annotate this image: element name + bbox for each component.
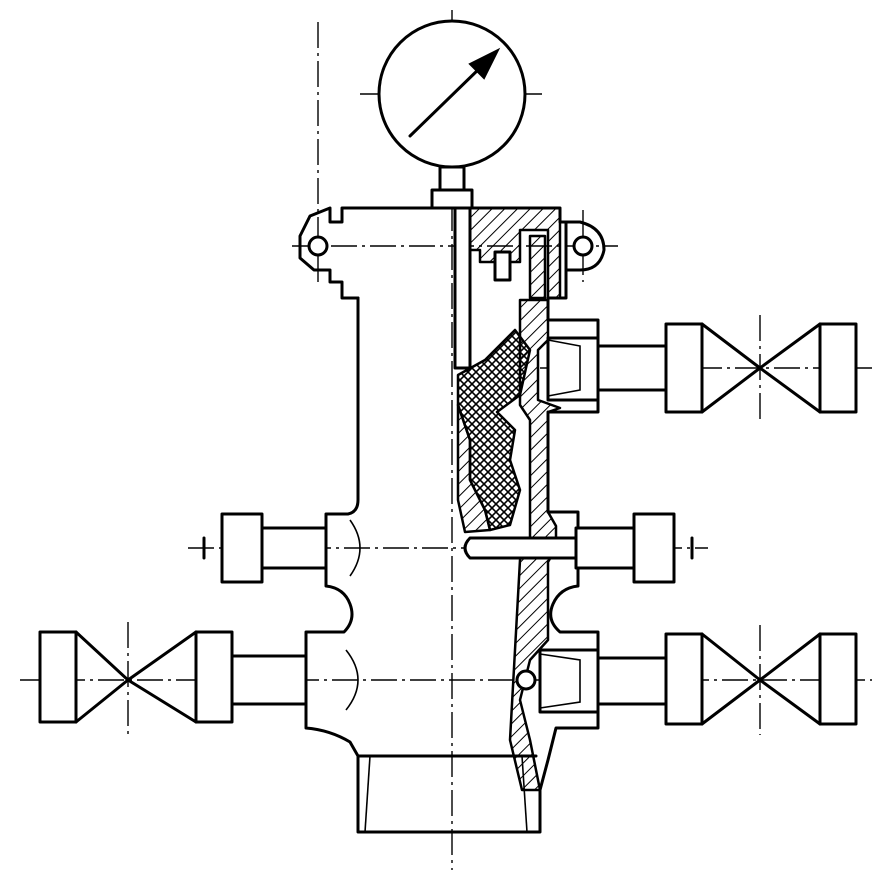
- middle-left-test-port: [202, 512, 361, 584]
- section-view: [453, 206, 578, 792]
- pressure-gauge: [377, 19, 527, 210]
- upper-right-valve: [546, 322, 858, 414]
- lifting-lug-left: [307, 235, 329, 257]
- casing-head-body: [298, 206, 600, 834]
- lower-left-valve: [38, 630, 359, 724]
- middle-right-test-port: [574, 512, 694, 584]
- lifting-lug-right: [564, 220, 606, 272]
- lower-right-valve: [515, 632, 858, 726]
